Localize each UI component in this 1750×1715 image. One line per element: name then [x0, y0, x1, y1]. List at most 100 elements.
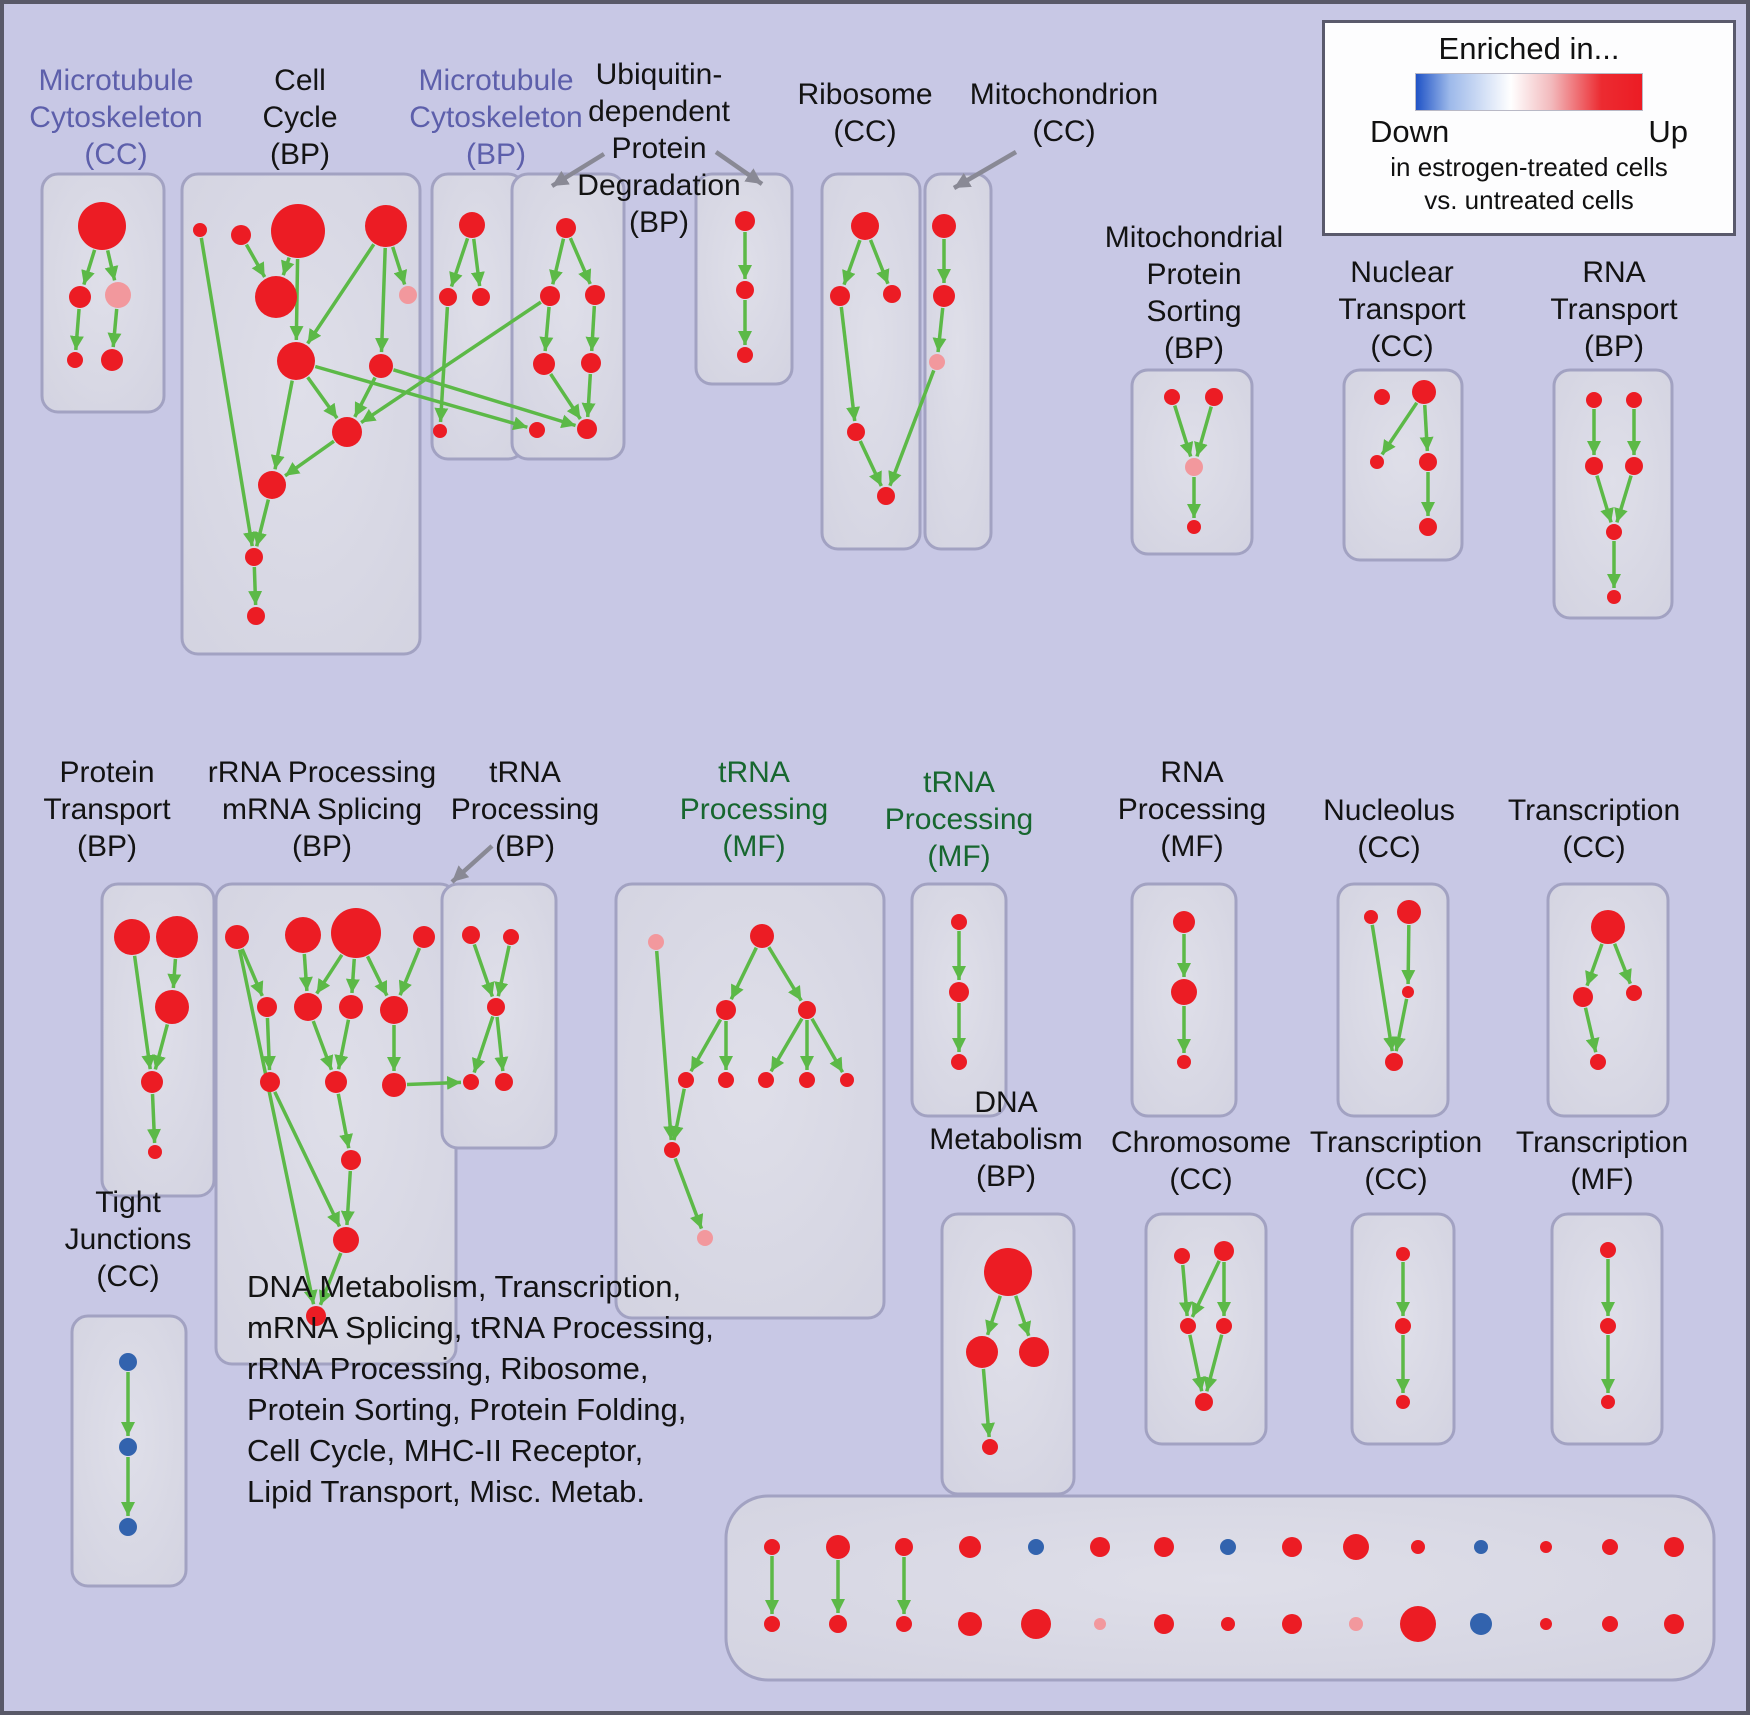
go-term-node-red: [1164, 389, 1180, 405]
go-term-node-red: [433, 424, 447, 438]
label-pointer-arrow: [450, 844, 494, 884]
go-term-node-red: [331, 908, 381, 958]
cluster-label-line: (CC): [833, 115, 897, 148]
cluster-label-line: Ribosome: [797, 78, 933, 111]
cluster-label-line: Transport: [1338, 293, 1466, 326]
go-term-node-red: [1664, 1537, 1684, 1557]
go-term-node-red: [1402, 986, 1414, 998]
edge-trna-bp: [472, 943, 495, 998]
cluster-label-line: Nuclear: [1350, 256, 1454, 289]
go-term-node-red: [1187, 520, 1201, 534]
go-term-node-red: [798, 1001, 816, 1019]
go-term-node-pink: [105, 282, 131, 308]
go-term-node-red: [155, 990, 189, 1024]
edge-protein-transport-bp: [147, 1093, 162, 1144]
go-term-node-red: [1021, 1609, 1051, 1639]
label-pointer-arrow: [550, 152, 606, 188]
go-term-node-red: [339, 995, 363, 1019]
cluster-label-line: (MF): [927, 840, 991, 873]
edge-rrna-mrna-bp: [336, 1093, 353, 1149]
go-term-node-blue: [1028, 1539, 1044, 1555]
go-term-node-red: [764, 1616, 780, 1632]
go-term-node-red: [69, 286, 91, 308]
go-term-node-red: [1171, 979, 1197, 1005]
go-term-node-red: [1625, 457, 1643, 475]
go-term-node-red: [758, 1072, 774, 1088]
edge-cell-cycle-bp: [281, 257, 295, 276]
go-term-node-red: [382, 1073, 406, 1097]
annotation-line: DNA Metabolism, Transcription,: [247, 1269, 682, 1304]
cluster-label-line: Transcription: [1309, 1126, 1483, 1159]
edge-transcription-cc-mid: [1612, 943, 1632, 985]
cluster-label-trna-mf-small: tRNA Processing (MF): [885, 764, 1033, 875]
go-term-node-red: [847, 423, 865, 441]
cluster-label-line: Cytoskeleton: [29, 101, 203, 134]
go-term-node-blue: [1470, 1613, 1492, 1635]
go-term-node-red: [258, 471, 286, 499]
go-term-node-red: [718, 1072, 734, 1088]
go-term-node-red: [895, 1538, 913, 1556]
go-term-node-red: [1019, 1337, 1049, 1367]
edge-rrna-mrna-bp: [237, 949, 318, 1305]
edge-microtubule-cc: [107, 308, 122, 348]
cluster-box-chromosome-cc: [1144, 1212, 1268, 1446]
edge-rrna-mrna-bp: [273, 1091, 342, 1228]
edge-cell-cycle-bp: [199, 237, 257, 547]
cluster-label-line: tRNA: [489, 756, 561, 789]
legend-gradient-bar: [1415, 73, 1643, 111]
go-term-node-red: [1412, 380, 1436, 404]
go-term-node-red: [459, 212, 485, 238]
go-term-node-red: [951, 1054, 967, 1070]
go-term-node-red: [1282, 1614, 1302, 1634]
cluster-label-line: tRNA: [923, 766, 995, 799]
cluster-label-line: Protein: [611, 132, 707, 165]
edge-dna-metabolism-bp: [1014, 1295, 1032, 1337]
edge-ribosome-cc: [842, 239, 862, 286]
cluster-label-line: Processing: [884, 803, 1034, 836]
cluster-label-line: RNA: [1160, 756, 1224, 789]
go-term-node-red: [1395, 1318, 1411, 1334]
cluster-label-line: Chromosome: [1110, 1126, 1292, 1159]
edge-microtubule-cc: [81, 249, 97, 286]
edge-ubiquitin-bp-a: [539, 306, 554, 352]
edge-protein-transport-bp: [132, 955, 156, 1070]
cluster-label-line: mRNA Splicing: [221, 793, 423, 826]
cluster-label-line: (BP): [466, 138, 526, 171]
go-term-node-red: [1411, 1540, 1425, 1554]
go-term-node-red: [495, 1073, 513, 1091]
go-term-node-red: [736, 281, 754, 299]
cluster-label-transcription-cc-bottom: Transcription(CC): [1310, 1124, 1482, 1198]
go-term-node-red: [1195, 1393, 1213, 1411]
go-term-node-red: [1214, 1241, 1234, 1261]
edge-ribosome-cc: [839, 306, 861, 422]
go-term-node-red: [462, 926, 480, 944]
edge-trna-bp: [471, 1015, 495, 1074]
edge-cell-cycle-bp: [391, 246, 408, 286]
go-term-node-red: [255, 276, 297, 318]
annotation-line: rRNA Processing, Ribosome,: [247, 1351, 649, 1386]
go-term-node-red: [257, 997, 277, 1017]
edge-cell-cycle-bp: [306, 243, 376, 345]
cluster-label-line: (BP): [76, 830, 137, 863]
cluster-label-line: (CC): [1370, 330, 1434, 363]
go-term-node-red: [1602, 1539, 1618, 1555]
go-term-node-red: [1585, 457, 1603, 475]
edge-cell-cycle-bp: [248, 566, 263, 606]
go-term-node-red: [67, 352, 83, 368]
go-term-node-red: [245, 548, 263, 566]
go-term-node-red: [341, 1150, 361, 1170]
go-term-node-pink: [399, 286, 417, 304]
cluster-box-cell-cycle-bp: [180, 172, 422, 656]
cluster-label-line: Cytoskeleton: [409, 101, 583, 134]
go-term-node-red: [333, 1227, 359, 1253]
edge-trna-mf-large: [810, 1017, 845, 1074]
cluster-label-line: Transcription: [1507, 794, 1681, 827]
go-term-node-red: [156, 916, 198, 958]
edge-rrna-mrna-bp: [240, 948, 264, 997]
cluster-label-line: Protein: [1146, 258, 1242, 291]
